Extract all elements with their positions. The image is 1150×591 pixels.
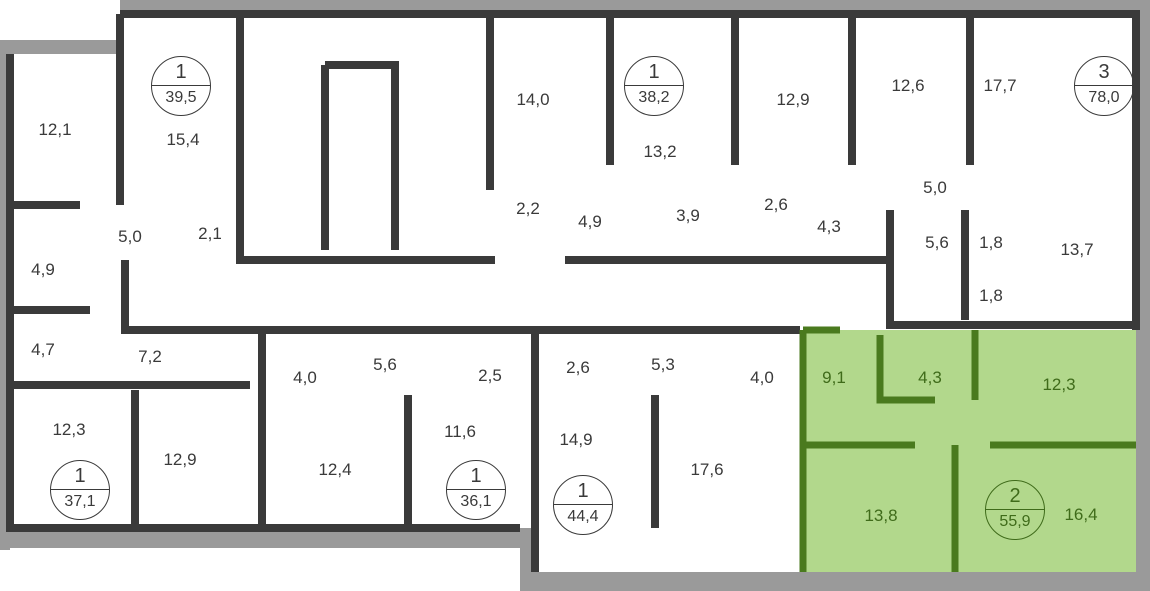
room-count: 1 <box>554 478 612 505</box>
room-area: 2,5 <box>478 366 502 385</box>
room-area: 12,9 <box>776 90 810 109</box>
total-area: 38,2 <box>638 89 670 106</box>
room-area: 12,3 <box>52 420 86 439</box>
room-area: 15,4 <box>166 130 200 149</box>
room-area: 2,1 <box>198 224 222 243</box>
room-area: 4,3 <box>817 217 841 236</box>
room-area: 17,7 <box>983 76 1017 95</box>
total-area: 55,9 <box>999 513 1031 530</box>
room-area: 12,4 <box>318 460 352 479</box>
room-area: 17,6 <box>690 460 724 479</box>
room-area: 13,7 <box>1060 240 1094 259</box>
room-area: 4,0 <box>750 368 774 387</box>
room-count: 1 <box>152 59 210 86</box>
room-area: 11,6 <box>444 422 476 441</box>
room-area: 3,9 <box>676 206 700 225</box>
room-area: 1,8 <box>979 286 1003 305</box>
room-area: 12,3 <box>1042 375 1076 394</box>
room-area: 5,6 <box>925 233 949 252</box>
room-area: 12,9 <box>163 450 197 469</box>
room-area: 13,2 <box>643 142 677 161</box>
room-area: 2,2 <box>516 199 540 218</box>
room-area: 4,0 <box>293 368 317 387</box>
room-count: 2 <box>986 483 1044 510</box>
room-area: 9,1 <box>822 368 846 387</box>
total-area: 39,5 <box>165 89 197 106</box>
total-area: 37,1 <box>64 493 96 510</box>
room-area: 16,4 <box>1064 505 1098 524</box>
room-area: 4,9 <box>31 260 55 279</box>
room-area: 2,6 <box>764 195 788 214</box>
room-count: 1 <box>447 463 505 490</box>
room-area: 12,1 <box>38 120 72 139</box>
room-area: 2,6 <box>566 358 590 377</box>
room-count: 1 <box>625 59 683 86</box>
room-area: 7,2 <box>138 347 162 366</box>
room-area: 13,8 <box>864 506 898 525</box>
total-area: 36,1 <box>460 493 492 510</box>
room-area: 12,6 <box>891 76 925 95</box>
highlighted-apartment-fill <box>803 330 1136 572</box>
room-area: 4,3 <box>918 368 942 387</box>
room-area: 1,8 <box>979 233 1003 252</box>
total-area: 78,0 <box>1088 89 1120 106</box>
room-area: 14,0 <box>516 90 550 109</box>
highlighted-walls <box>799 326 1136 572</box>
room-area: 5,6 <box>373 355 397 374</box>
room-area: 5,0 <box>923 178 947 197</box>
room-area: 4,9 <box>578 212 602 231</box>
room-count: 1 <box>51 463 109 490</box>
room-area: 5,0 <box>118 227 142 246</box>
room-count: 3 <box>1075 59 1133 86</box>
total-area: 44,4 <box>567 508 599 525</box>
room-area: 4,7 <box>31 340 55 359</box>
room-area: 14,9 <box>559 430 593 449</box>
room-area: 5,3 <box>651 355 675 374</box>
interior-walls <box>6 10 1140 572</box>
